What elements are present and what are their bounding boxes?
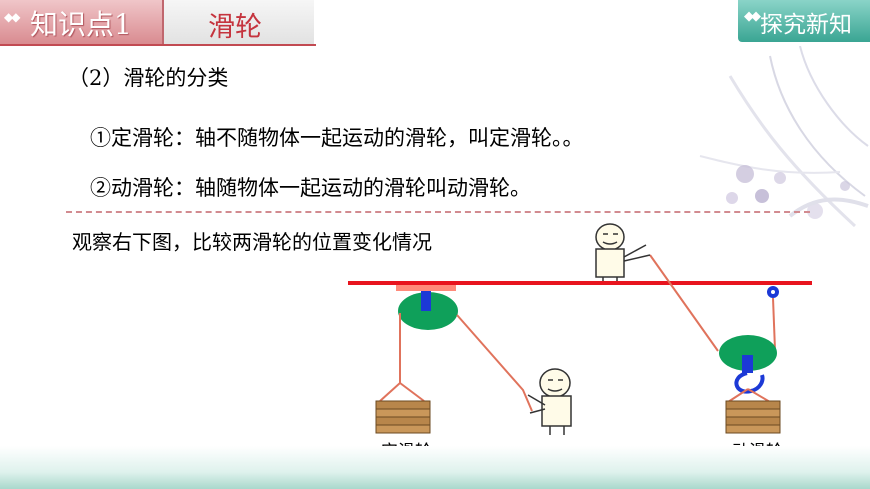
page-title: 滑轮 (208, 12, 262, 43)
header-title-area: 滑轮 (164, 0, 314, 44)
knowledge-point-badge: ◆◆ 知识点1 (0, 0, 164, 44)
section-heading: （2）滑轮的分类 (68, 66, 229, 90)
explore-label-box: ◆◆ 探究新知 (738, 0, 870, 42)
fixed-pulley-mount (396, 285, 456, 291)
dashed-divider (66, 211, 810, 213)
pulley-diagram: 定滑轮 动滑轮 (348, 223, 812, 462)
movable-hook-rope-a (727, 388, 749, 403)
movable-pulley-definition: ②动滑轮：轴随物体一起运动的滑轮叫动滑轮。 (90, 176, 531, 200)
movable-rope-right (772, 297, 776, 351)
fixed-hook-rope-b (399, 382, 425, 402)
badge-label: 知识点1 (30, 8, 132, 41)
ceiling-beam (348, 281, 812, 285)
diamond-icon: ◆◆ (4, 10, 21, 24)
movable-pulley-wheel (719, 335, 777, 371)
movable-hook-rope-b (747, 388, 771, 403)
diamond-icon: ◆◆ (744, 9, 761, 24)
fixed-hook-rope-a (379, 382, 401, 402)
observe-prompt: 观察右下图，比较两滑轮的位置变化情况 (72, 230, 432, 254)
person-pulling-fixed (527, 368, 572, 435)
bottom-gradient-band (0, 446, 870, 489)
movable-pulley-axle (742, 355, 753, 373)
fixed-pulley-axle (421, 291, 431, 311)
header-underline (0, 44, 316, 46)
movable-pulley-weight (725, 400, 781, 434)
fixed-rope-right (456, 314, 533, 412)
person-pulling-movable (595, 223, 651, 281)
movable-rope-left (649, 254, 719, 352)
fixed-pulley-definition: ①定滑轮：轴不随物体一起运动的滑轮，叫定滑轮。。 (90, 126, 584, 150)
explore-label: 探究新知 (760, 12, 852, 38)
fixed-pulley-weight (375, 400, 431, 434)
decorative-flower-background (699, 46, 869, 228)
